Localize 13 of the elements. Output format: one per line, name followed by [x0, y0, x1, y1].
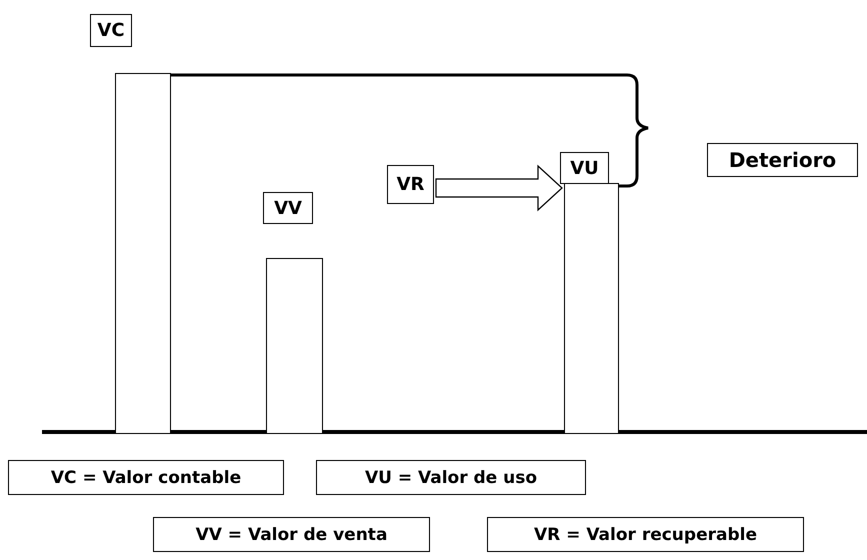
abbreviation-label: VU — [560, 152, 609, 184]
definition-label: VC = Valor contable — [8, 460, 284, 495]
block-arrow — [435, 164, 563, 212]
definition-label: VR = Valor recuperable — [487, 517, 804, 552]
term-label: Deterioro — [707, 143, 858, 177]
value-bar — [266, 258, 323, 434]
abbreviation-label: VC — [90, 14, 132, 47]
abbreviation-label: VR — [387, 165, 434, 204]
abbreviation-label: VV — [263, 192, 313, 224]
definition-label: VV = Valor de venta — [153, 517, 430, 552]
value-bar — [564, 183, 619, 434]
definition-label: VU = Valor de uso — [316, 460, 586, 495]
value-bar — [115, 73, 171, 434]
